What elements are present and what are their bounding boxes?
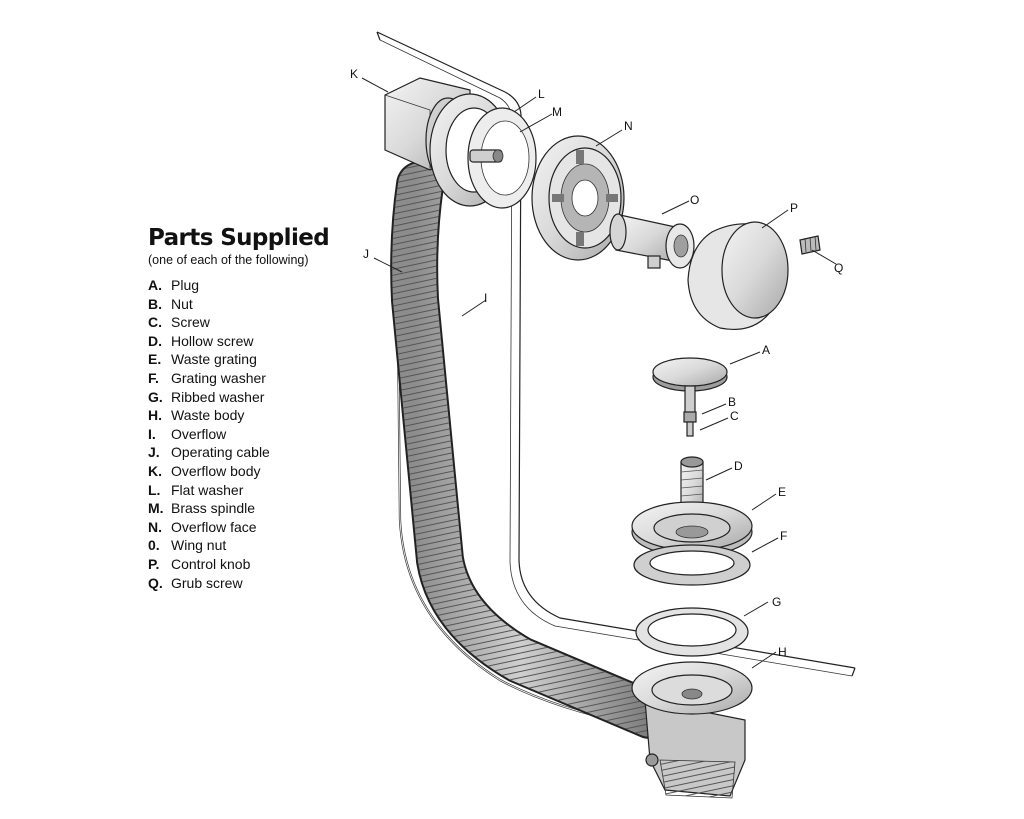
callout-labels: K L M N O P Q J I A B C D E F G H: [350, 67, 843, 659]
list-item: A.Plug: [148, 277, 200, 293]
waste-grating: [631, 501, 753, 557]
list-item: G.Ribbed washer: [148, 388, 265, 405]
list-item: 0.Wing nut: [148, 537, 227, 554]
callout-h: H: [778, 645, 787, 659]
screw: [686, 421, 694, 437]
callout-o: O: [690, 193, 699, 207]
callout-a: A: [762, 343, 770, 357]
callout-c: C: [730, 409, 739, 423]
grating-washer: [633, 544, 751, 586]
control-knob: [687, 221, 789, 330]
callout-e: E: [778, 485, 786, 499]
parts-subtitle: (one of each of the following): [148, 253, 309, 267]
callout-m: M: [552, 105, 562, 119]
grub-screw: [799, 235, 821, 255]
list-item: M.Brass spindle: [148, 500, 256, 517]
list-item: D.Hollow screw: [148, 332, 254, 349]
nut: [683, 411, 697, 423]
callout-b: B: [728, 395, 736, 409]
list-item: E.Waste grating: [148, 351, 257, 368]
list-item: K.Overflow body: [148, 462, 261, 479]
callout-f: F: [780, 529, 787, 543]
callout-l: L: [538, 87, 545, 101]
brass-spindle: [467, 107, 537, 209]
overflow-face: [531, 135, 625, 261]
list-item: P.Control knob: [148, 555, 251, 572]
list-item: H.Waste body: [148, 407, 245, 424]
list-item: Q.Grub screw: [148, 574, 243, 591]
parts-title: Parts Supplied: [148, 225, 330, 251]
waste-body: [631, 661, 753, 799]
callout-i: I: [484, 291, 487, 305]
callout-q: Q: [834, 261, 843, 275]
callout-j: J: [363, 247, 369, 261]
list-item: F.Grating washer: [148, 369, 266, 386]
callout-d: D: [734, 459, 743, 473]
parts-list: A.Plug B.Nut C.Screw D.Hollow screw E.Wa…: [148, 276, 398, 592]
callout-k: K: [350, 67, 358, 81]
list-item: I.Overflow: [148, 425, 227, 442]
list-item: C.Screw: [148, 314, 210, 331]
list-item: B.Nut: [148, 295, 193, 312]
overflow-hose: [390, 161, 674, 739]
parts-supplied-panel: Parts Supplied (one of each of the follo…: [148, 224, 398, 592]
ribbed-washer: [635, 607, 749, 657]
callout-n: N: [624, 119, 633, 133]
callout-p: P: [790, 201, 798, 215]
wing-nut: [609, 213, 695, 269]
plug: [652, 357, 728, 415]
list-item: J.Operating cable: [148, 444, 270, 461]
callout-g: G: [772, 595, 781, 609]
leader-lines: [361, 77, 837, 669]
list-item: N.Overflow face: [148, 518, 257, 535]
bath-outline: [376, 31, 856, 677]
list-item: L.Flat washer: [148, 481, 244, 498]
